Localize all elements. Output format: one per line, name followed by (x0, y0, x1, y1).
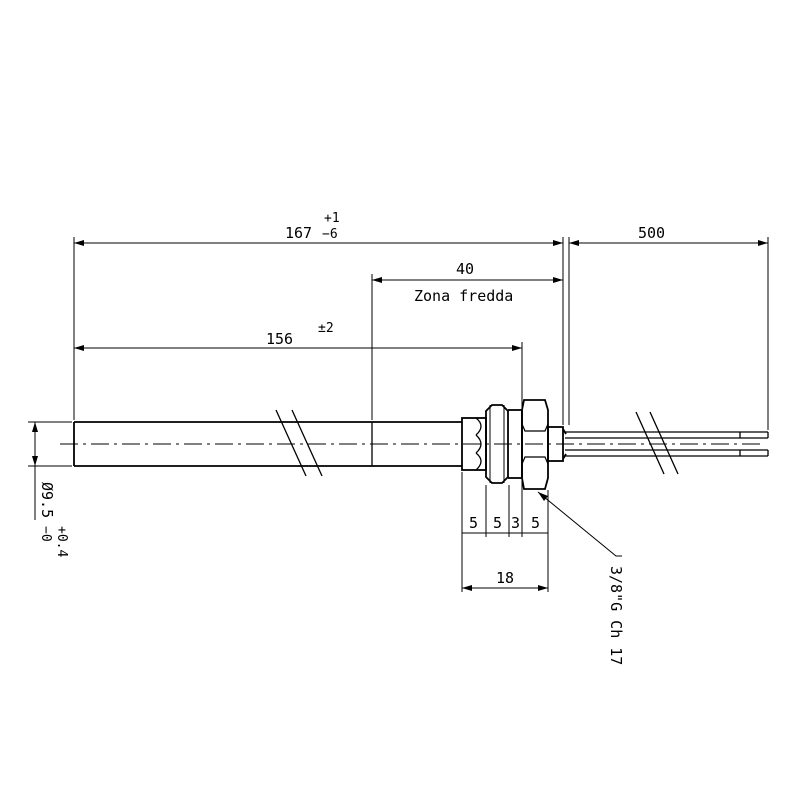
fitting-total-label: 18 (496, 569, 514, 587)
diameter-tol-plus: +0.4 (54, 526, 69, 557)
fitting-segment-4: 5 (531, 514, 540, 532)
thread-label: 3/8"G Ch 17 (607, 566, 625, 665)
small-nut (547, 426, 567, 462)
overall-length-tol-minus: −6 (322, 227, 338, 242)
diameter-label: Ø9.5 (38, 482, 56, 518)
heated-length-tol: ±2 (318, 321, 334, 336)
cold-zone-label: Zona fredda (414, 287, 513, 305)
fitting-segment-3: 3 (511, 514, 520, 532)
break-mark (275, 409, 323, 477)
lead-wires (565, 411, 769, 475)
overall-length-label: 167 (285, 224, 312, 242)
fitting-segment-2: 5 (493, 514, 502, 532)
cold-zone-value: 40 (456, 260, 474, 278)
heater-tube (73, 421, 462, 467)
overall-length-tol-plus: +1 (324, 211, 340, 226)
hex-nut (521, 399, 549, 490)
dimension-lines (32, 240, 768, 591)
diameter-tol-minus: −0 (38, 526, 53, 542)
extension-lines (28, 237, 769, 592)
lead-length-label: 500 (638, 224, 665, 242)
fitting-segment-1: 5 (469, 514, 478, 532)
heated-length-label: 156 (266, 330, 293, 348)
